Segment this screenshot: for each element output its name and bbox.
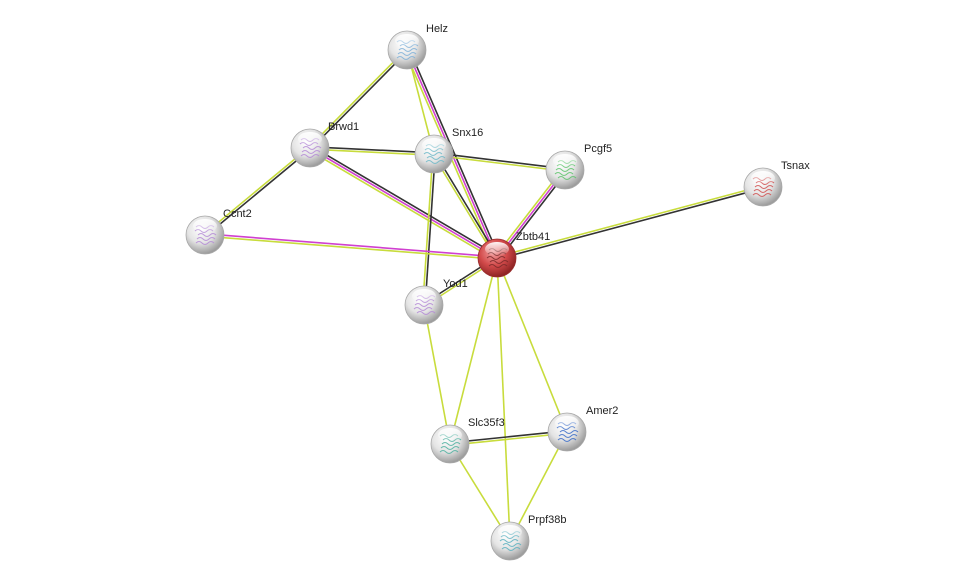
node-label-snx16: Snx16 — [452, 127, 483, 139]
node-highlight — [555, 416, 579, 430]
edge-line-yellow — [496, 257, 511, 542]
edge-line-yellow — [432, 154, 497, 260]
edge-brwd1-ccnt2[interactable] — [203, 146, 312, 237]
edge-snx16-zbtb41[interactable] — [432, 152, 499, 260]
edge-line-yellow — [422, 153, 434, 305]
edge-line-yellow — [423, 304, 451, 445]
edge-zbtb41-amer2[interactable] — [496, 257, 568, 433]
node-tsnax[interactable]: Tsnax — [743, 160, 810, 207]
node-prpf38b[interactable]: Prpf38b — [490, 514, 567, 561]
node-label-amer2: Amer2 — [586, 405, 618, 417]
node-highlight — [412, 289, 436, 303]
edge-zbtb41-prpf38b[interactable] — [496, 257, 511, 542]
node-highlight — [751, 171, 775, 185]
node-highlight — [422, 138, 446, 152]
edge-brwd1-zbtb41[interactable] — [308, 145, 499, 261]
edge-line-yellow — [449, 257, 498, 445]
edge-line-magenta — [205, 233, 498, 258]
edge-line-yellow — [450, 432, 568, 446]
node-highlight — [498, 525, 522, 539]
node-label-slc35f3: Slc35f3 — [468, 417, 505, 429]
edge-amer2-prpf38b[interactable] — [509, 431, 568, 542]
node-label-ccnt2: Ccnt2 — [223, 208, 252, 220]
node-label-brwd1: Brwd1 — [328, 121, 359, 133]
node-highlight — [438, 428, 462, 442]
edge-line-black — [497, 187, 764, 260]
edge-line-yellow — [509, 431, 568, 542]
edge-line-black — [424, 154, 436, 306]
node-label-helz: Helz — [426, 23, 448, 35]
node-highlight — [395, 34, 419, 48]
edge-ccnt2-zbtb41[interactable] — [204, 233, 498, 260]
node-label-pcgf5: Pcgf5 — [584, 143, 612, 155]
node-label-yod1: Yod1 — [443, 278, 468, 290]
node-highlight — [485, 242, 509, 256]
edge-line-black — [408, 48, 500, 258]
node-label-prpf38b: Prpf38b — [528, 514, 567, 526]
node-highlight — [298, 132, 322, 146]
node-brwd1[interactable]: Brwd1 — [290, 121, 359, 168]
edge-line-yellow — [433, 154, 565, 172]
edge-slc35f3-amer2[interactable] — [449, 430, 568, 446]
edge-line-black — [310, 146, 435, 154]
node-helz[interactable]: Helz — [387, 23, 448, 70]
edge-line-black — [434, 152, 566, 170]
edge-line-yellow — [308, 48, 407, 148]
node-pcgf5[interactable]: Pcgf5 — [545, 143, 612, 190]
edge-line-black — [310, 145, 499, 257]
edge-line-yellow — [496, 185, 763, 258]
edge-line-yellow — [309, 148, 434, 156]
edge-line-yellow — [308, 149, 497, 261]
edge-snx16-pcgf5[interactable] — [433, 152, 566, 172]
edge-line-black — [449, 430, 567, 444]
node-amer2[interactable]: Amer2 — [547, 405, 618, 452]
edge-line-yellow — [204, 235, 497, 260]
edge-tsnax-zbtb41[interactable] — [496, 185, 764, 260]
edge-line-black — [205, 148, 312, 237]
node-label-zbtb41: Zbtb41 — [516, 231, 550, 243]
node-label-tsnax: Tsnax — [781, 160, 810, 172]
node-ccnt2[interactable]: Ccnt2 — [185, 208, 252, 255]
node-highlight — [553, 154, 577, 168]
node-snx16[interactable]: Snx16 — [414, 127, 483, 174]
edges-layer — [203, 48, 764, 542]
node-slc35f3[interactable]: Slc35f3 — [430, 417, 505, 464]
edge-line-black — [310, 50, 409, 150]
node-yod1[interactable]: Yod1 — [404, 278, 468, 325]
edge-zbtb41-slc35f3[interactable] — [449, 257, 498, 445]
edge-line-magenta — [309, 147, 498, 259]
edge-line-black — [434, 152, 499, 258]
edge-line-yellow — [203, 146, 310, 235]
node-highlight — [193, 219, 217, 233]
edge-helz-brwd1[interactable] — [308, 48, 409, 150]
edge-line-yellow — [496, 257, 568, 433]
node-zbtb41[interactable]: Zbtb41 — [477, 231, 550, 278]
edge-snx16-yod1[interactable] — [422, 153, 436, 306]
edge-yod1-slc35f3[interactable] — [423, 304, 451, 445]
edge-brwd1-snx16[interactable] — [309, 146, 435, 156]
